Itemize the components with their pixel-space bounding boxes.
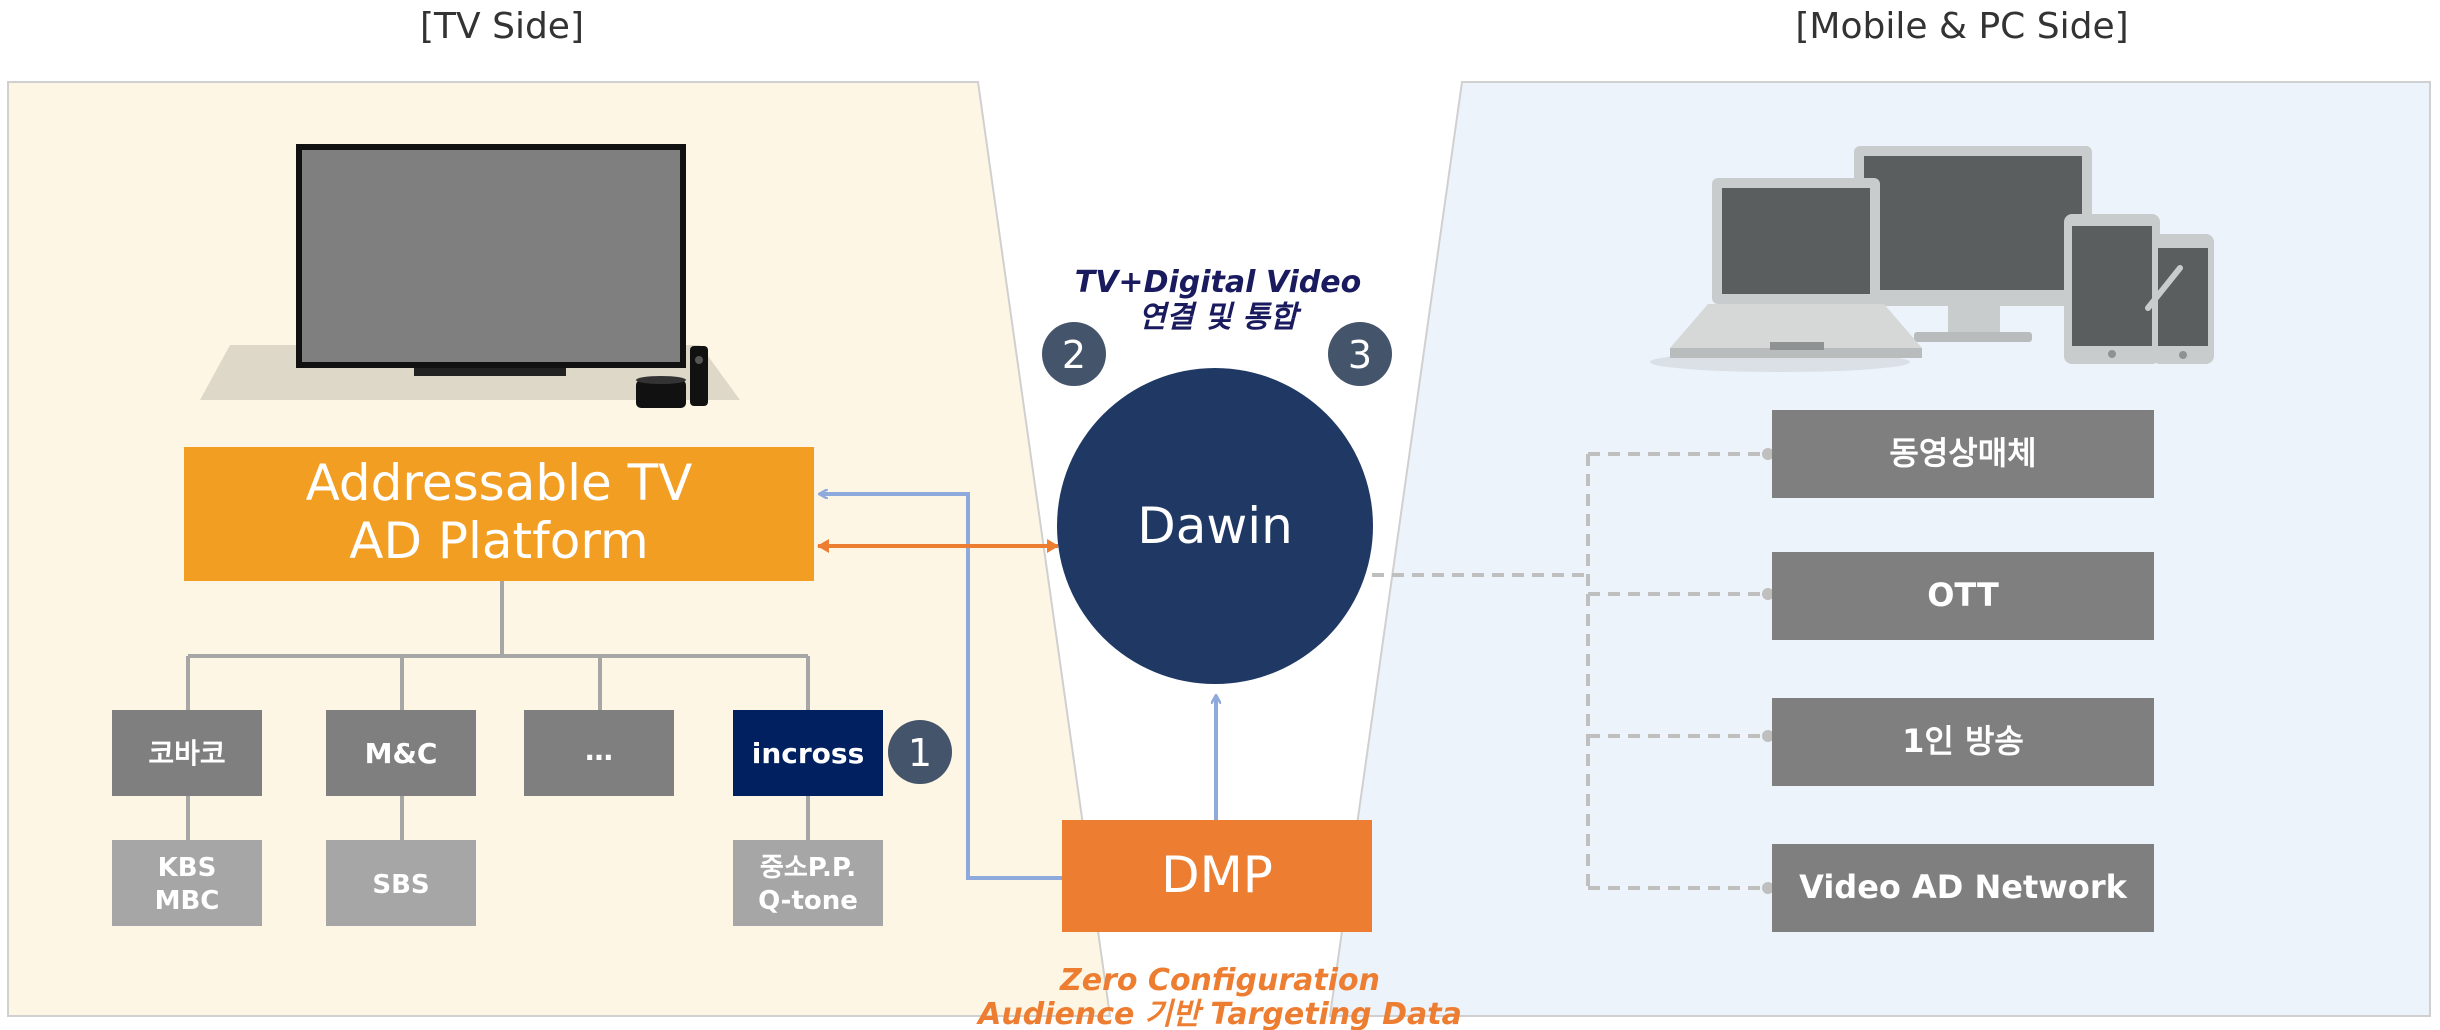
addressable-tv-platform-box: [184, 447, 814, 581]
smartphone-icon: [2145, 234, 2214, 364]
sub-box-label: 중소P.P.: [760, 853, 856, 883]
integration-caption-line2: 연결 및 통합: [1139, 300, 1302, 335]
step-badge-number: 2: [1062, 333, 1086, 377]
sub-box-sbs: [326, 840, 476, 926]
tv-side-title: [TV Side]: [420, 6, 584, 47]
sub-box-label: SBS: [372, 870, 429, 900]
channel-label: 동영상매체: [1889, 434, 2036, 472]
sub-box-kbs-mbc: [112, 840, 262, 926]
dmp-footer-line2: Audience 기반 Targeting Data: [976, 997, 1462, 1030]
platform-label-line2: AD Platform: [349, 512, 648, 570]
sub-box-pp-qtone: [733, 840, 883, 926]
step-badge-2: 2: [1042, 322, 1106, 386]
channel-box-personal-broadcast: [1772, 698, 2154, 786]
channel-label: Video AD Network: [1799, 868, 2127, 906]
dmp-box: [1062, 820, 1372, 932]
channel-box-ott: [1772, 552, 2154, 640]
operator-label: incross: [752, 737, 865, 770]
channel-box-video-ad-network: [1772, 844, 2154, 932]
step-badge-1: 1: [888, 720, 952, 784]
dawin-label: Dawin: [1137, 497, 1293, 555]
laptop-icon: [1650, 178, 1922, 372]
sub-box-label: MBC: [155, 886, 220, 916]
operator-box-incross: [733, 710, 883, 796]
channel-connectors: [1372, 448, 1774, 894]
tv-icon: [200, 144, 740, 400]
operator-label: …: [585, 734, 613, 767]
set-top-box-icon: [636, 376, 686, 408]
dmp-to-platform-arrow: [820, 494, 1062, 880]
channel-label: 1인 방송: [1902, 722, 2024, 760]
step-badge-3: 3: [1328, 322, 1392, 386]
operator-label: 코바코: [148, 737, 225, 770]
sub-box-label: Q-tone: [758, 886, 858, 916]
channel-label: OTT: [1927, 576, 1999, 614]
dmp-label: DMP: [1161, 846, 1273, 904]
sub-box-label: KBS: [158, 853, 217, 883]
operator-box-ellipsis: [524, 710, 674, 796]
dawin-hub: [1057, 368, 1373, 684]
mobile-side-title: [Mobile & PC Side]: [1795, 6, 2128, 47]
step-badge-number: 3: [1348, 333, 1372, 377]
operator-label: M&C: [365, 737, 438, 770]
operator-tree-lines: [186, 580, 810, 840]
operator-box-kobaco: [112, 710, 262, 796]
tablet-icon: [2064, 214, 2160, 364]
channel-box-video-media: [1772, 410, 2154, 498]
operator-box-mnc: [326, 710, 476, 796]
platform-label-line1: Addressable TV: [306, 454, 693, 512]
integration-caption-line1: TV+Digital Video: [1075, 265, 1361, 300]
monitor-icon: [1854, 146, 2092, 342]
remote-icon: [690, 346, 708, 406]
dmp-footer-line1: Zero Configuration: [1059, 963, 1380, 998]
step-badge-number: 1: [908, 731, 932, 775]
